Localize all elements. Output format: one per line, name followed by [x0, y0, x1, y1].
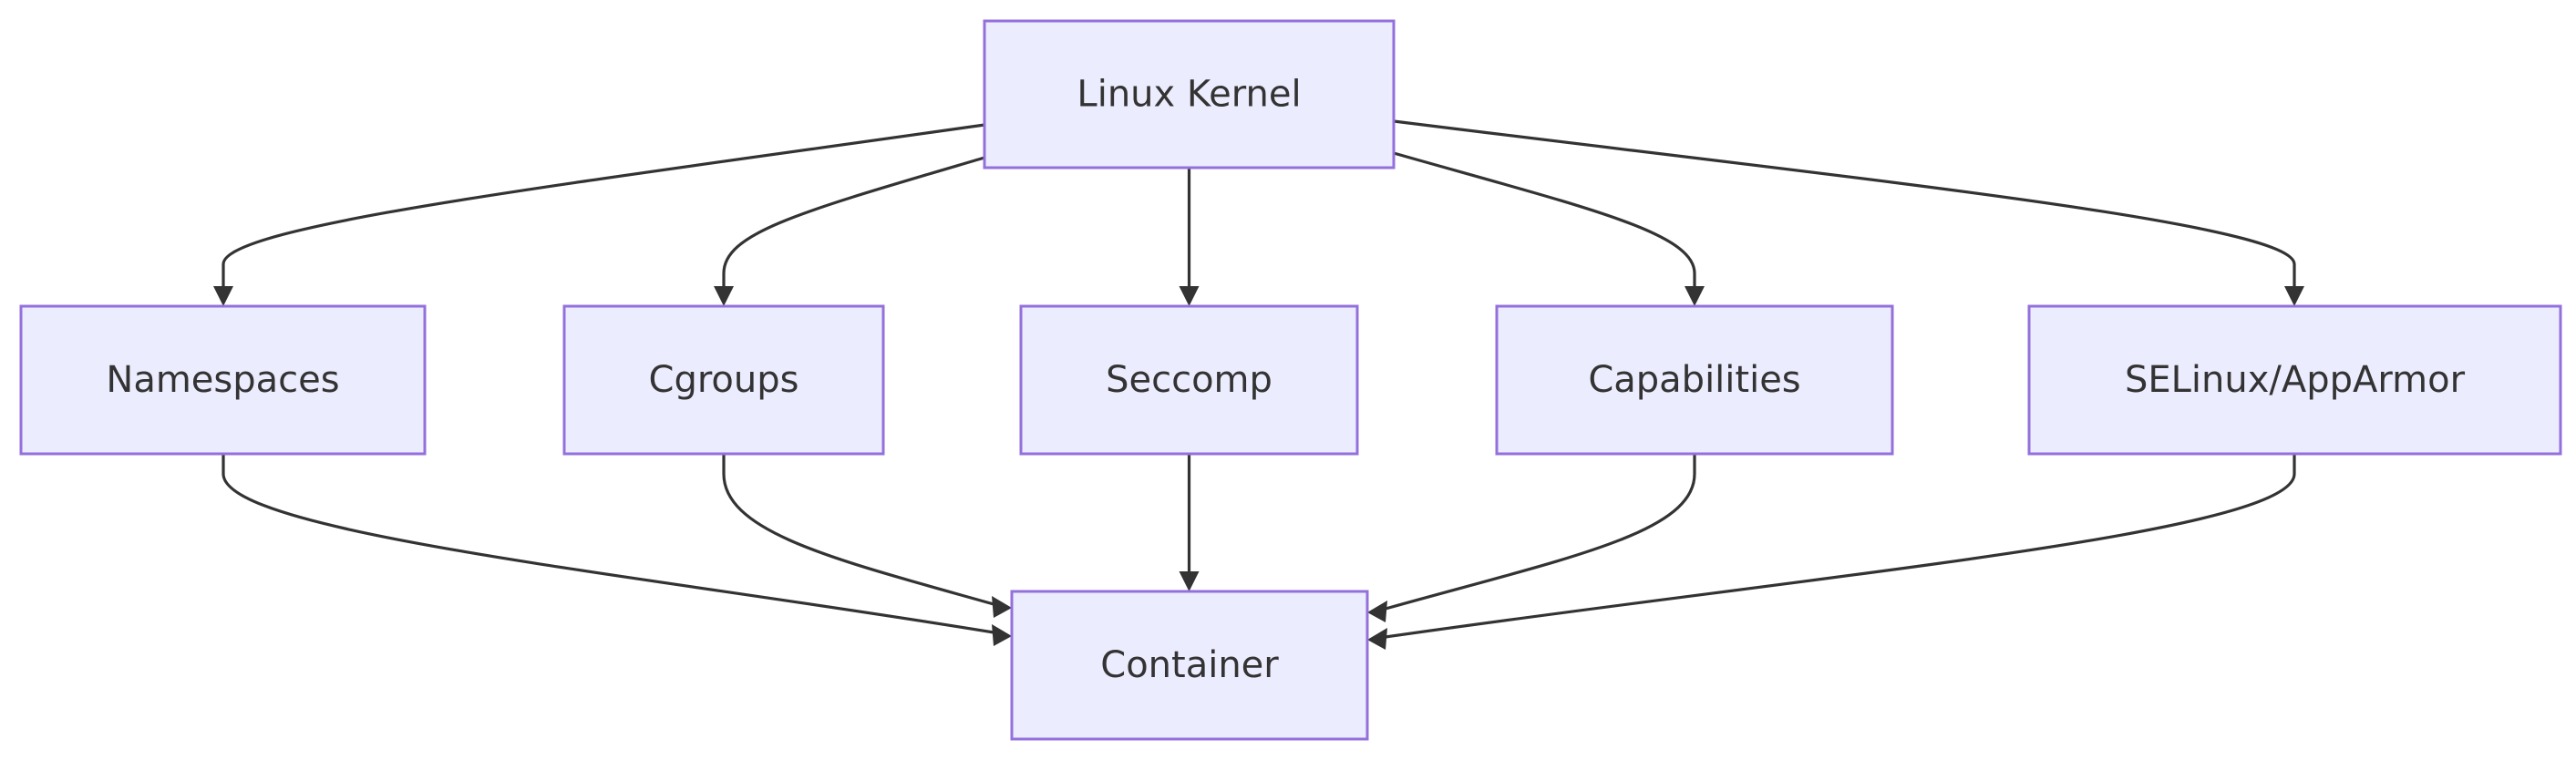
node-box [2027, 304, 2562, 456]
edge-line [1393, 151, 1696, 288]
node-box [1019, 304, 1359, 456]
node-cgroups[interactable]: Cgroups [562, 304, 885, 456]
arrowhead-icon [213, 286, 233, 306]
edge-capabilities-to-container [1367, 454, 1696, 622]
node-namespaces[interactable]: Namespaces [19, 304, 427, 456]
arrowhead-icon [2284, 286, 2304, 306]
node-seccomp[interactable]: Seccomp [1019, 304, 1359, 456]
edge-line [222, 123, 985, 288]
node-linux-kernel[interactable]: Linux Kernel [983, 19, 1396, 169]
node-label: Container [1100, 644, 1279, 686]
edge-line [1385, 454, 1696, 611]
edge-kernel-to-capabilities [1393, 151, 1705, 306]
edge-kernel-to-seccomp [1179, 168, 1200, 306]
edges-layer [213, 119, 2304, 650]
edge-line [1393, 119, 2296, 288]
edge-line [1385, 454, 2296, 639]
arrowhead-icon [1179, 286, 1200, 306]
node-label: Capabilities [1588, 359, 1800, 401]
edge-kernel-to-namespaces [213, 123, 985, 306]
node-label: Linux Kernel [1077, 74, 1301, 116]
node-label: Namespaces [106, 359, 339, 401]
arrowhead-icon [1367, 628, 1387, 650]
node-capabilities[interactable]: Capabilities [1495, 304, 1894, 456]
node-box [1010, 590, 1369, 741]
edge-kernel-to-selinux [1393, 119, 2304, 306]
node-label: Seccomp [1106, 359, 1273, 401]
edge-selinux-to-container [1367, 454, 2296, 650]
arrowhead-icon [1367, 601, 1387, 622]
node-container[interactable]: Container [1010, 590, 1369, 741]
arrowhead-icon [1685, 286, 1705, 306]
node-box [562, 304, 885, 456]
node-label: SELinux/AppArmor [2125, 359, 2466, 401]
node-selinux-apparmor[interactable]: SELinux/AppArmor [2027, 304, 2562, 456]
arrowhead-icon [992, 624, 1012, 646]
edge-cgroups-to-container [722, 454, 1012, 618]
node-label: Cgroups [649, 359, 799, 401]
edge-line [222, 454, 994, 634]
arrowhead-icon [992, 596, 1012, 618]
node-box [1495, 304, 1894, 456]
node-box [19, 304, 427, 456]
node-box [983, 19, 1396, 169]
edge-seccomp-to-container [1179, 454, 1200, 591]
arrowhead-icon [714, 286, 734, 306]
edge-line [722, 156, 985, 288]
arrowhead-icon [1179, 571, 1200, 591]
edge-namespaces-to-container [222, 454, 1012, 646]
edge-line [722, 454, 994, 606]
nodes-layer: Linux Kernel Namespaces Cgroups Seccomp … [19, 19, 2562, 741]
edge-kernel-to-cgroups [714, 156, 985, 306]
